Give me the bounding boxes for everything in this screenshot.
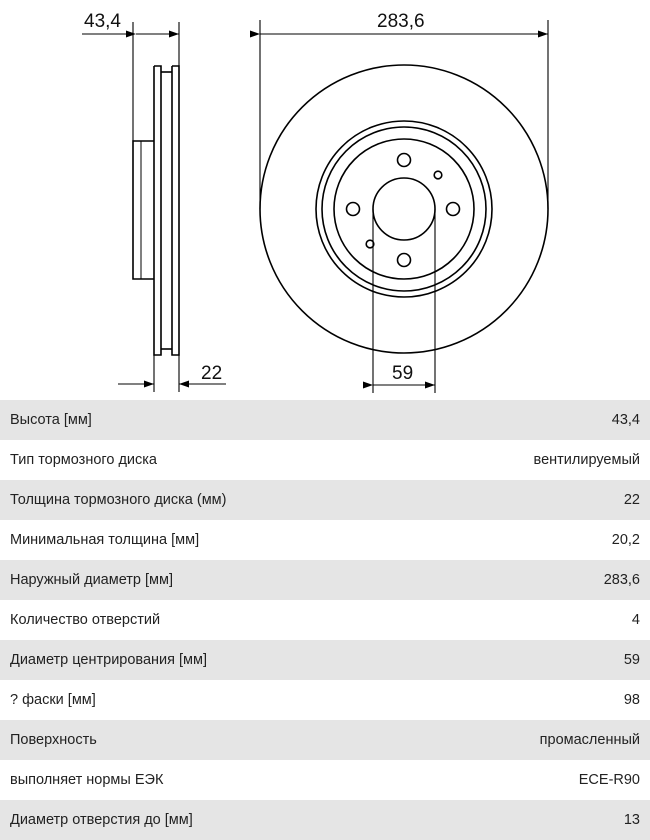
brake-disc-drawing: 43,4 22 283,6 59 xyxy=(82,11,549,393)
front-view-center-bore xyxy=(372,177,436,241)
spec-row-height: Высота [мм] 43,4 xyxy=(0,400,650,440)
front-view-hub-face xyxy=(333,138,475,280)
spec-value: 283,6 xyxy=(603,572,640,588)
spec-row-thickness: Толщина тормозного диска (мм) 22 xyxy=(0,480,650,520)
front-view xyxy=(259,64,549,354)
spec-row-outer-diameter: Наружный диаметр [мм] 283,6 xyxy=(0,560,650,600)
spec-value: 20,2 xyxy=(611,532,640,548)
spec-label: Высота [мм] xyxy=(10,412,92,428)
specs-table: Высота [мм] 43,4 Тип тормозного диска ве… xyxy=(0,400,650,840)
spec-row-surface: Поверхность промасленный xyxy=(0,720,650,760)
front-view-bolt-hole xyxy=(396,152,412,168)
front-view-bolt-hole xyxy=(445,201,461,217)
spec-value: 4 xyxy=(631,612,640,628)
spec-value: 59 xyxy=(623,652,640,668)
spec-row-hole-diameter: Диаметр отверстия до [мм] 13 xyxy=(0,800,650,840)
spec-row-hole-count: Количество отверстий 4 xyxy=(0,600,650,640)
spec-label: выполняет нормы ЕЭК xyxy=(10,772,164,788)
spec-label: Поверхность xyxy=(10,732,97,748)
dimension-center-bore-label: 59 xyxy=(392,363,413,384)
front-view-locating-hole xyxy=(433,170,443,180)
spec-row-chamfer: ? фаски [мм] 98 xyxy=(0,680,650,720)
spec-label: Тип тормозного диска xyxy=(10,452,157,468)
spec-label: Диаметр отверстия до [мм] xyxy=(10,812,193,828)
spec-label: Наружный диаметр [мм] xyxy=(10,572,174,588)
dimension-height xyxy=(82,22,180,141)
spec-value: 22 xyxy=(623,492,640,508)
spec-row-ece-norm: выполняет нормы ЕЭК ECE-R90 xyxy=(0,760,650,800)
spec-label: Минимальная толщина [мм] xyxy=(10,532,200,548)
spec-label: Толщина тормозного диска (мм) xyxy=(10,492,227,508)
spec-value: ECE-R90 xyxy=(578,772,640,788)
dimension-height-label: 43,4 xyxy=(84,11,121,32)
front-view-hat-step xyxy=(321,126,487,292)
side-view xyxy=(132,65,180,356)
dimension-center-bore xyxy=(363,209,436,393)
front-view-bolt-hole xyxy=(345,201,361,217)
spec-row-min-thickness: Минимальная толщина [мм] 20,2 xyxy=(0,520,650,560)
spec-label: ? фаски [мм] xyxy=(10,692,96,708)
front-view-locating-hole xyxy=(365,239,375,249)
front-view-outer-edge xyxy=(259,64,549,354)
side-view-hub xyxy=(132,140,154,280)
spec-value: 13 xyxy=(623,812,640,828)
spec-value: промасленный xyxy=(539,732,640,748)
spec-value: 98 xyxy=(623,692,640,708)
front-view-bolt-hole xyxy=(396,252,412,268)
dimension-thickness xyxy=(118,355,226,392)
spec-value: вентилируемый xyxy=(533,452,640,468)
spec-label: Количество отверстий xyxy=(10,612,161,628)
dimension-outer-diameter-label: 283,6 xyxy=(377,11,425,32)
side-view-inner-plate xyxy=(153,65,162,356)
front-view-hat-outer xyxy=(315,120,493,298)
spec-value: 43,4 xyxy=(611,412,640,428)
dimension-outer-diameter xyxy=(250,20,549,209)
spec-row-center-diameter: Диаметр центрирования [мм] 59 xyxy=(0,640,650,680)
dimension-thickness-label: 22 xyxy=(201,363,222,384)
side-view-outer-plate xyxy=(171,65,180,356)
spec-label: Диаметр центрирования [мм] xyxy=(10,652,208,668)
spec-row-disc-type: Тип тормозного диска вентилируемый xyxy=(0,440,650,480)
